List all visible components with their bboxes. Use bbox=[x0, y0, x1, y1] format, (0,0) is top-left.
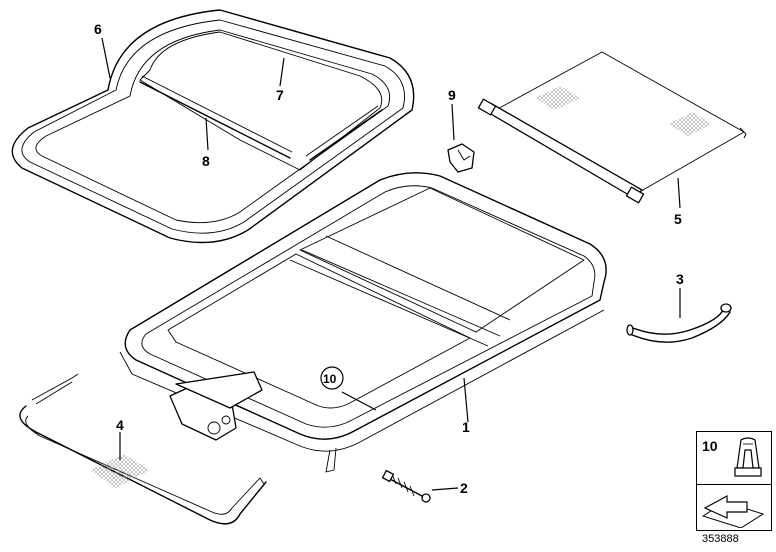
seal-strip-part-7 bbox=[305, 105, 383, 161]
callout-8: 8 bbox=[202, 153, 210, 169]
clip-icon bbox=[734, 437, 762, 477]
bracket-part-9 bbox=[447, 143, 475, 173]
sunroof-frame-part-1 bbox=[119, 172, 607, 473]
callout-6: 6 bbox=[94, 21, 102, 37]
glass-lid-part-6 bbox=[11, 9, 415, 244]
callout-10-circle: 10 bbox=[320, 366, 344, 390]
callout-3: 3 bbox=[676, 271, 684, 287]
legend-box: 10 bbox=[696, 431, 772, 531]
callout-9: 9 bbox=[448, 87, 456, 103]
arrow-icon bbox=[701, 494, 765, 528]
wind-deflector-part-4 bbox=[19, 373, 267, 525]
callout-5: 5 bbox=[674, 211, 682, 227]
drain-hose-part-3 bbox=[626, 303, 732, 343]
sunblind-part-5 bbox=[477, 51, 747, 204]
callout-2: 2 bbox=[460, 480, 468, 496]
callout-4: 4 bbox=[116, 417, 124, 433]
screw-part-2 bbox=[381, 469, 431, 503]
legend-number: 10 bbox=[702, 438, 718, 454]
callout-1: 1 bbox=[462, 419, 470, 435]
seal-strip-part-8 bbox=[139, 75, 293, 159]
callout-7: 7 bbox=[276, 87, 284, 103]
legend-divider bbox=[697, 484, 771, 485]
leader-lines bbox=[101, 37, 681, 491]
document-number: 353888 bbox=[702, 533, 739, 545]
callout-10: 10 bbox=[323, 372, 337, 386]
